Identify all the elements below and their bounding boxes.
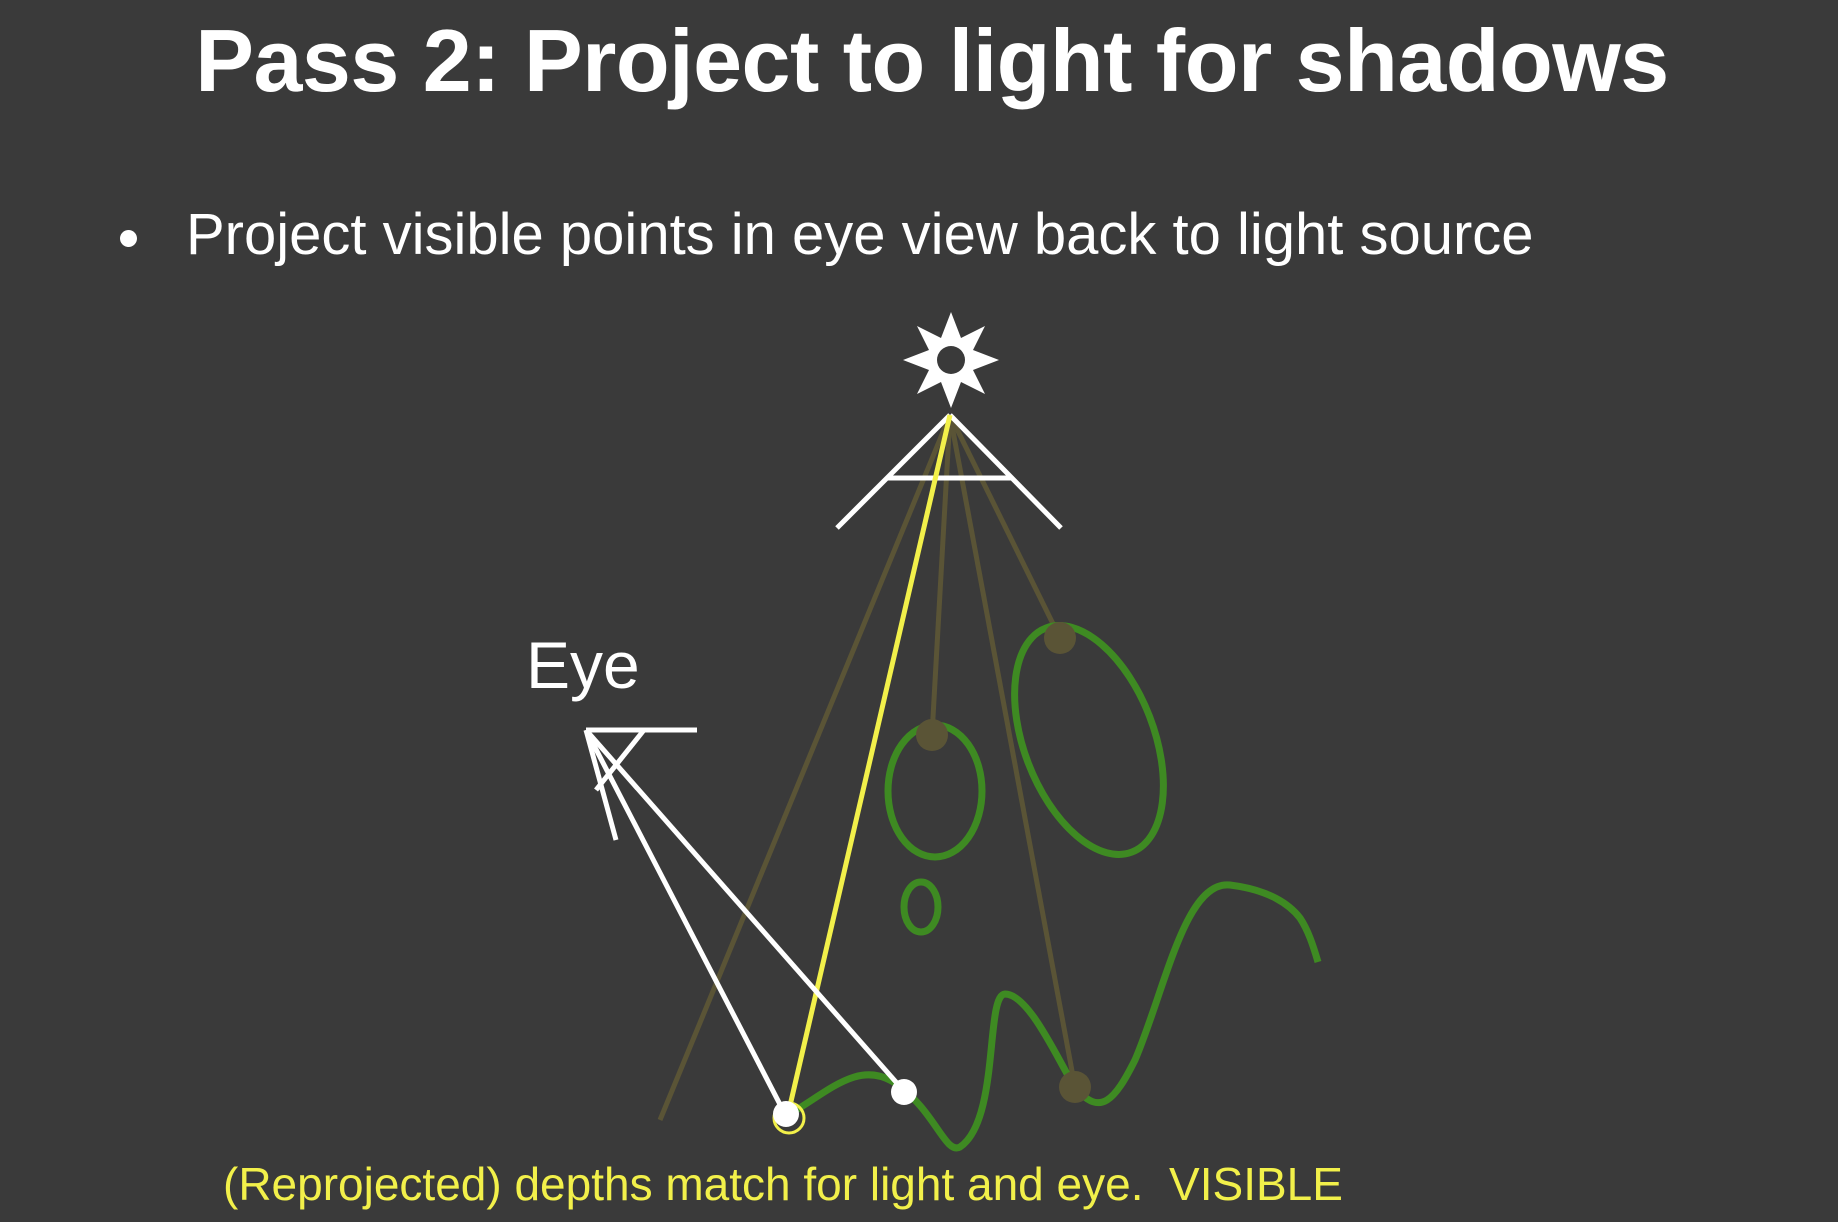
eye-frustum-icon	[583, 727, 697, 841]
light-frustum-icon	[835, 413, 1063, 530]
depth-sample-ellipse-large	[1044, 622, 1076, 654]
large-ellipse-object	[1011, 622, 1167, 858]
visible-point	[773, 1101, 799, 1127]
depth-sample-ground	[1059, 1071, 1091, 1103]
eye-ray-to-visible-point	[583, 728, 789, 1118]
highlight-light-ray	[786, 414, 953, 1111]
light-ray-to-ellipse-small	[929, 414, 953, 736]
sample-points	[772, 622, 1091, 1135]
light-ray-to-ground	[947, 414, 1078, 1088]
eye-label: Eye	[526, 628, 640, 702]
bullet-text: Project visible points in eye view back …	[186, 202, 1534, 267]
ground-curve	[791, 881, 1322, 1152]
caption-visible: (Reprojected) depths match for light and…	[223, 1158, 1343, 1210]
light-ray-to-ellipse-large	[947, 413, 1063, 640]
tiny-ellipse-object	[900, 878, 942, 936]
eye-camera	[583, 727, 905, 1118]
light-source	[835, 312, 1063, 530]
frustum-edge-ray-left	[657, 414, 953, 1121]
depth-sample-ellipse-small	[916, 719, 948, 751]
eye-sample-point	[891, 1079, 917, 1105]
scene-objects	[791, 622, 1322, 1152]
sun-icon	[903, 312, 999, 408]
dim-light-rays	[657, 413, 1078, 1121]
slide-title: Pass 2: Project to light for shadows	[195, 11, 1669, 110]
eye-ray-to-second-point	[584, 728, 905, 1092]
bullet-dot-icon	[120, 230, 137, 247]
